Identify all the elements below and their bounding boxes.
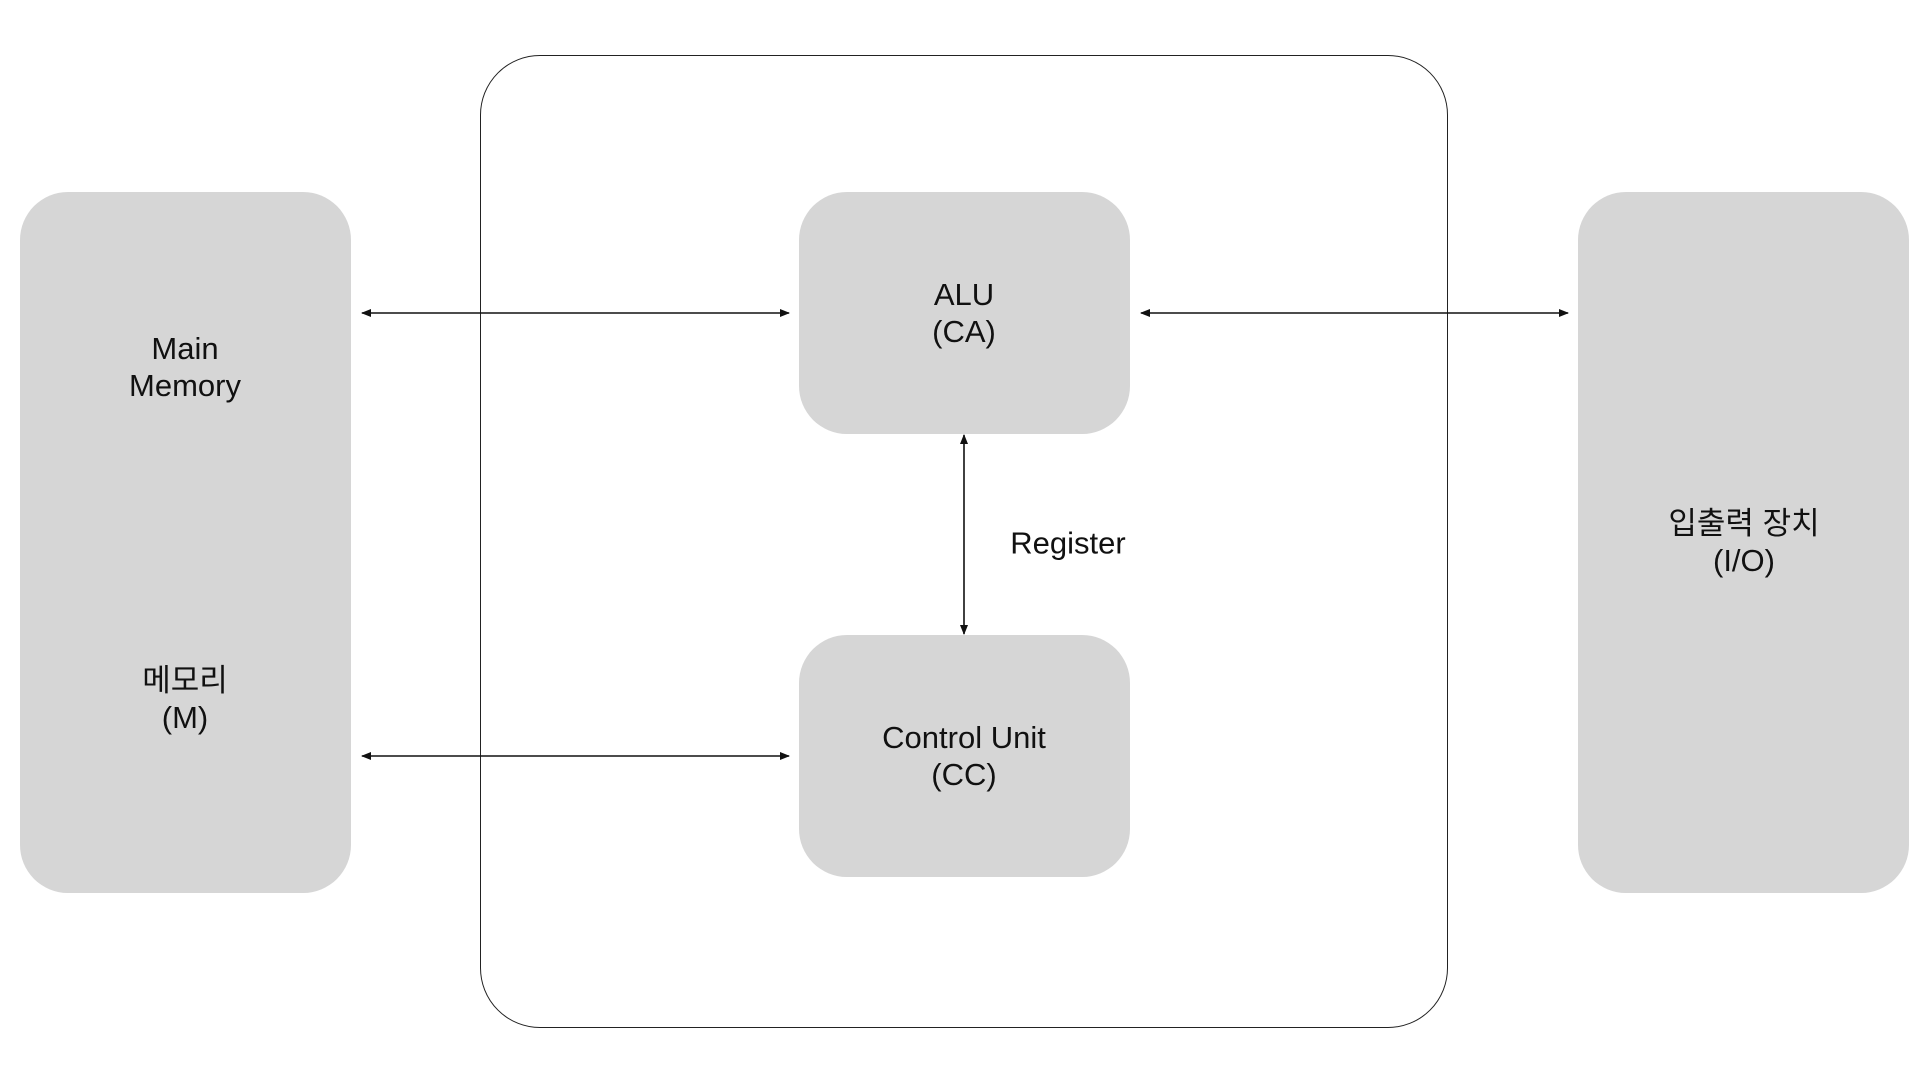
register-label: Register — [1010, 525, 1126, 561]
control-unit-block — [799, 635, 1130, 877]
main-memory-block — [20, 192, 351, 893]
memory-korean-label: 메모리 (M) — [142, 663, 228, 735]
io-device-label: 입출력 장치 (I/O) — [1668, 506, 1820, 578]
alu-label: ALU (CA) — [932, 277, 996, 349]
io-device-block — [1578, 192, 1909, 893]
cpu-frame — [480, 55, 1448, 1028]
control-unit-label: Control Unit (CC) — [882, 720, 1046, 792]
alu-block — [799, 192, 1130, 434]
main-memory-label: Main Memory — [129, 331, 241, 403]
